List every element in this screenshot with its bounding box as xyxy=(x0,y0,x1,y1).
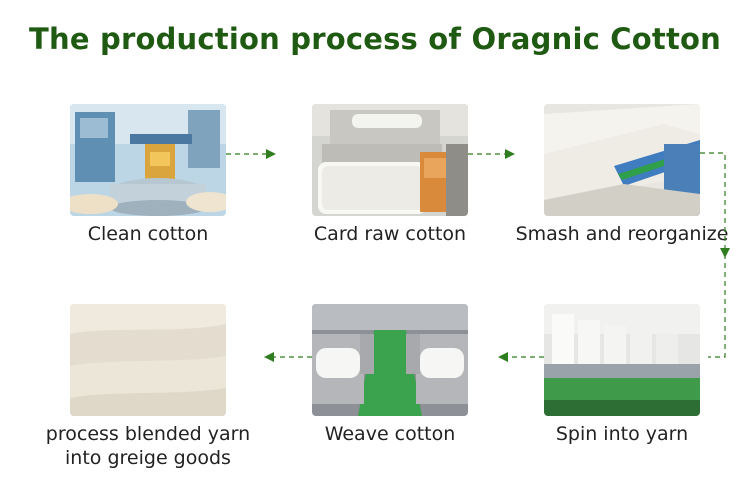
step-label-greige-goods: process blended yarn into greige goods xyxy=(30,422,266,470)
spin-into-yarn-image xyxy=(544,304,700,416)
greige-label-line-2: into greige goods xyxy=(65,447,231,469)
step-label-clean-cotton: Clean cotton xyxy=(87,223,209,245)
smash-reorganize-image xyxy=(544,104,700,216)
arrowhead-2-to-3 xyxy=(505,149,515,159)
diagram-title: The production process of Oragnic Cotton xyxy=(29,22,721,56)
weave-cotton-image xyxy=(312,304,468,416)
card-raw-cotton-image xyxy=(312,104,468,216)
arrowhead-5-to-6 xyxy=(264,352,274,362)
step-label-smash-reorganize: Smash and reorganize xyxy=(515,223,729,245)
connector-3-to-4 xyxy=(700,152,726,358)
step-label-card-raw-cotton: Card raw cotton xyxy=(313,223,467,245)
arrowhead-1-to-2 xyxy=(266,149,276,159)
clean-cotton-image xyxy=(70,104,226,216)
greige-label-line-1: process blended yarn xyxy=(45,423,251,445)
arrowhead-3-to-4-down xyxy=(720,248,730,258)
greige-goods-image xyxy=(70,304,226,416)
arrowhead-4-to-5 xyxy=(498,352,508,362)
step-label-weave-cotton: Weave cotton xyxy=(324,423,456,445)
step-label-spin-into-yarn: Spin into yarn xyxy=(555,423,689,445)
